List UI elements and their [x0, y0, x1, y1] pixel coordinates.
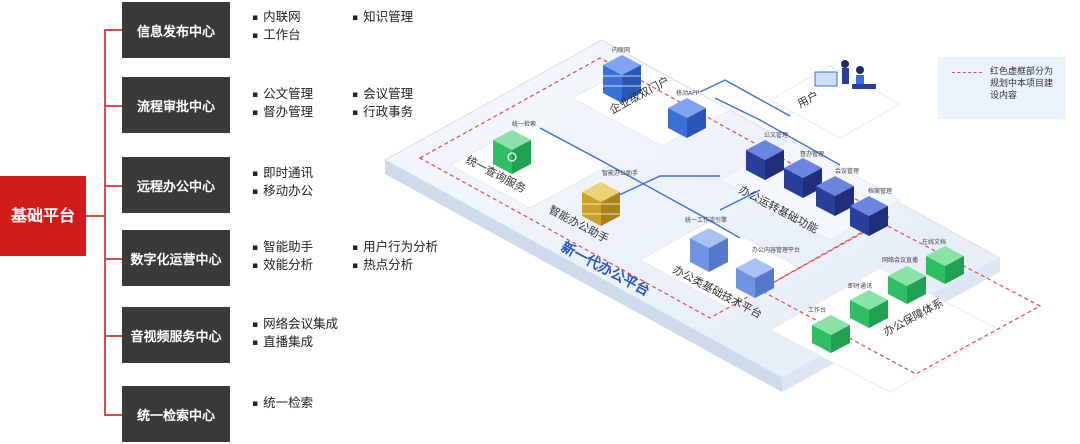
tree-connector-branch [104, 335, 122, 337]
list-item: 会议管理 [352, 83, 413, 102]
list-item: 督办管理 [252, 101, 313, 120]
list-item: 智能助手 [252, 236, 313, 255]
svg-text:即时通讯: 即时通讯 [848, 282, 872, 290]
tree-connector-branch [104, 258, 122, 260]
svg-text:在线文档: 在线文档 [922, 238, 946, 246]
list-item: 热点分析 [352, 254, 413, 273]
guarantee-plate [768, 267, 1002, 393]
svg-text:工作台: 工作台 [808, 306, 826, 314]
ops-node-archive: 档案管理 [850, 187, 892, 236]
svg-text:档案管理: 档案管理 [868, 187, 892, 195]
list-item: 工作台 [252, 24, 301, 43]
assistant-node: 智能办公助手 [582, 169, 638, 226]
portal-node-mobile-app: 移动APP [668, 89, 706, 138]
category-approval: 流程审批中心 [122, 77, 230, 133]
list-item: 用户行为分析 [352, 236, 438, 255]
tree-connector-vertical [104, 29, 106, 415]
root-node: 基础平台 [0, 176, 86, 256]
svg-text:统一工作流引擎: 统一工作流引擎 [685, 216, 727, 224]
list-item: 网络会议集成 [252, 313, 338, 332]
user-icon-group [814, 60, 876, 89]
tree-connector-branch [104, 29, 122, 31]
list-item: 行政事务 [352, 101, 413, 120]
tree-connector-branch [104, 185, 122, 187]
list-item: 内联网 [252, 6, 301, 25]
legend: 红色虚框部分为规划中本项目建设内容 [938, 57, 1066, 119]
guarantee-node-online-doc: 在线文档 [922, 238, 964, 284]
list-item: 公文管理 [252, 83, 313, 102]
svg-text:内联网: 内联网 [612, 46, 630, 54]
list-item: 效能分析 [252, 254, 313, 273]
svg-text:智能办公助手: 智能办公助手 [602, 169, 638, 177]
planned-scope-boundary [758, 221, 1042, 375]
svg-text:会议管理: 会议管理 [835, 167, 859, 175]
ops-node-meeting: 会议管理 [816, 167, 859, 216]
list-item: 统一检索 [252, 392, 313, 411]
search-node: 统一检索 [493, 120, 536, 174]
svg-text:公文管理: 公文管理 [764, 131, 788, 139]
category-info-publish: 信息发布中心 [122, 2, 230, 58]
tech-node-content: 办公内容管理平台 [736, 246, 800, 298]
list-item: 即时通讯 [252, 162, 313, 181]
legend-text: 红色虚框部分为规划中本项目建设内容 [990, 67, 1054, 101]
guarantee-node-im: 即时通讯 [848, 282, 888, 328]
tree-connector-branch [104, 414, 122, 416]
list-item: 知识管理 [352, 6, 413, 25]
list-item: 移动办公 [252, 180, 313, 199]
svg-text:网络会议直播: 网络会议直播 [882, 256, 918, 264]
guarantee-node-meeting-live: 网络会议直播 [882, 256, 926, 304]
category-search: 统一检索中心 [122, 386, 230, 442]
tree-connector-branch [104, 105, 122, 107]
legend-dashed-line [952, 72, 982, 73]
ops-node-document: 公文管理 [746, 131, 788, 180]
portal-node-intranet: 内联网 [603, 46, 641, 103]
tech-node-workflow: 统一工作流引擎 [685, 216, 728, 272]
list-item: 直播集成 [252, 331, 313, 350]
tree-connector-main [86, 215, 104, 217]
guarantee-node-workbench: 工作台 [808, 306, 850, 353]
svg-text:统一检索: 统一检索 [512, 120, 536, 128]
svg-text:办公内容管理平台: 办公内容管理平台 [752, 246, 800, 254]
category-digital-ops: 数字化运营中心 [122, 230, 230, 286]
svg-text:督办管理: 督办管理 [800, 150, 824, 158]
connection-lines [539, 79, 841, 239]
category-av-service: 音视频服务中心 [122, 307, 230, 363]
user-plate [768, 65, 902, 139]
category-remote-office: 远程办公中心 [122, 157, 230, 213]
svg-text:移动APP: 移动APP [676, 89, 700, 97]
